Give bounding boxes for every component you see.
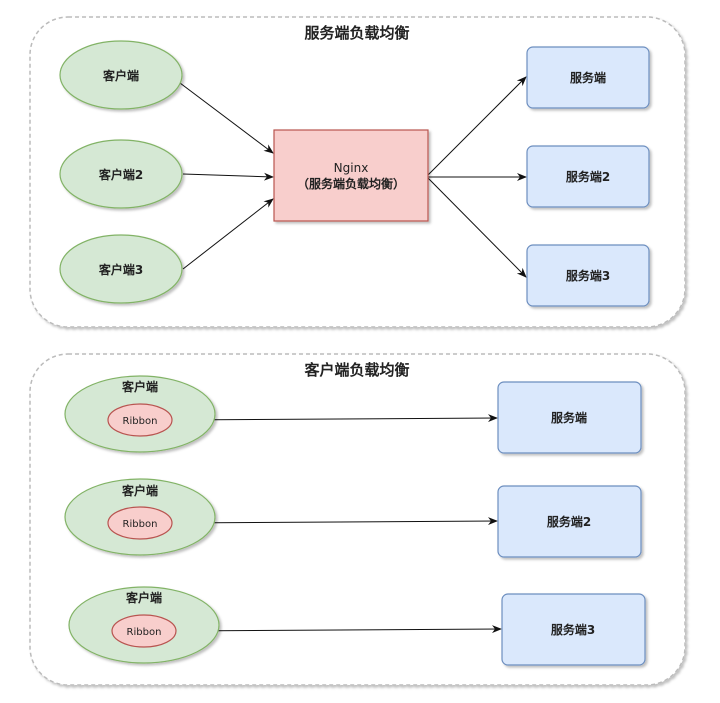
client-lb-server-node-3[interactable]: 服务端3	[501, 593, 646, 666]
edge-client1-nginx	[179, 82, 274, 154]
client-node-3[interactable]: 客户端3	[59, 234, 183, 304]
edge-ribbon1-server1	[171, 414, 498, 423]
client-node-label: 客户端	[102, 68, 139, 83]
client-node-2[interactable]: 客户端2	[59, 139, 183, 209]
ribbon-label: Ribbon	[123, 519, 158, 530]
client-lb-label: 客户端	[125, 590, 162, 605]
ribbon-label: Ribbon	[127, 627, 162, 638]
server-node-label: 服务端2	[547, 514, 591, 529]
nginx-balancer-node[interactable]: Nginx （服务端负载均衡）	[273, 129, 429, 222]
client-node-label: 客户端3	[98, 262, 143, 277]
server-node-label: 服务端2	[566, 169, 610, 184]
edge-ribbon3-server3	[175, 625, 502, 634]
server-node-3[interactable]: 服务端3	[526, 244, 650, 307]
ribbon-node-2[interactable]: Ribbon	[107, 506, 173, 540]
server-node-1[interactable]: 服务端	[526, 46, 650, 109]
client-lb-label: 客户端	[121, 483, 158, 498]
server-lb-title: 服务端负载均衡	[304, 24, 409, 42]
edge-nginx-server1	[427, 76, 527, 176]
ribbon-node-1[interactable]: Ribbon	[107, 403, 173, 437]
server-node-2[interactable]: 服务端2	[526, 145, 650, 208]
edge-ribbon2-server2	[171, 517, 498, 526]
client-node-1[interactable]: 客户端	[59, 40, 183, 110]
edge-client2-nginx	[182, 172, 274, 181]
client-lb-server-node-1[interactable]: 服务端	[497, 381, 642, 454]
client-lb-group: 客户端负载均衡 客户端 Ribbon 客户端 Ribbon 客户端	[29, 353, 686, 686]
client-lb-node-1[interactable]: 客户端 Ribbon	[64, 375, 216, 453]
edge-client3-nginx	[182, 198, 274, 270]
server-node-label: 服务端3	[551, 622, 595, 637]
ribbon-label: Ribbon	[123, 416, 158, 427]
client-lb-title: 客户端负载均衡	[303, 361, 409, 379]
server-node-label: 服务端	[551, 410, 587, 425]
client-lb-node-3[interactable]: 客户端 Ribbon	[68, 586, 220, 664]
server-lb-group: 服务端负载均衡 客户端 客户端2 客户端3 Nginx （服务端负载均衡）	[29, 16, 686, 328]
balancer-desc: （服务端负载均衡）	[297, 176, 405, 191]
client-lb-node-2[interactable]: 客户端 Ribbon	[64, 478, 216, 556]
balancer-name: Nginx	[334, 161, 369, 175]
client-lb-server-node-2[interactable]: 服务端2	[497, 485, 642, 558]
edge-nginx-server3	[427, 177, 527, 278]
client-node-label: 客户端2	[98, 167, 143, 182]
client-lb-label: 客户端	[121, 379, 158, 394]
server-node-label: 服务端3	[566, 268, 610, 283]
ribbon-node-3[interactable]: Ribbon	[111, 614, 177, 648]
server-node-label: 服务端	[570, 70, 606, 85]
